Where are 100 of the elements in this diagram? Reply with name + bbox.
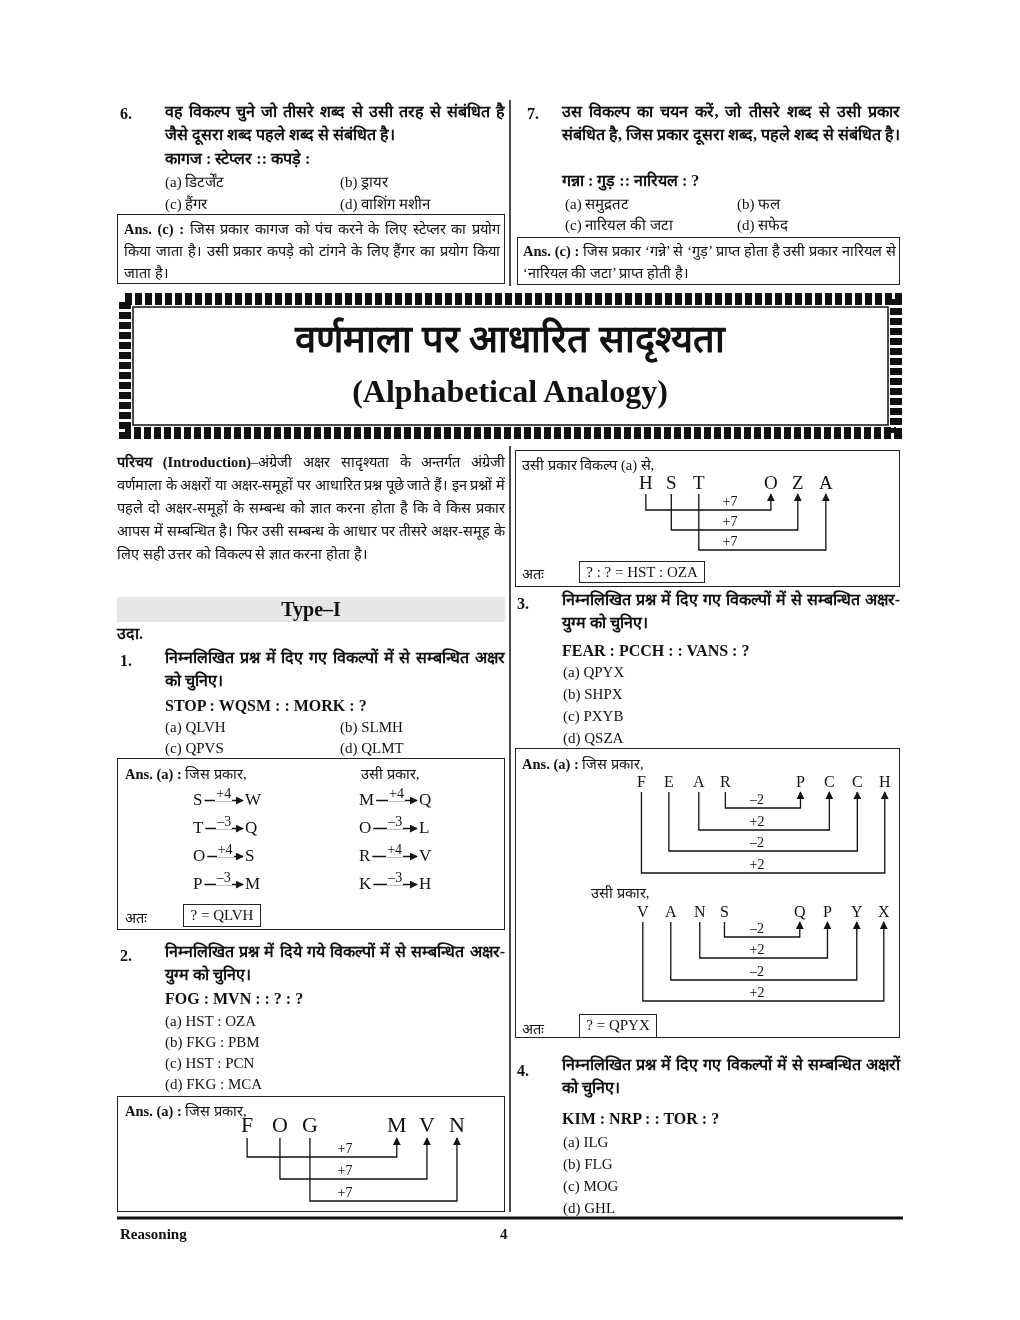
answer-option: (b) FKG : PBM bbox=[165, 1031, 465, 1053]
letter: A bbox=[665, 904, 677, 920]
answer-option: (c) नारियल की जटा bbox=[565, 214, 735, 236]
arrow bbox=[279, 1137, 431, 1180]
letter: T bbox=[193, 819, 204, 836]
answer-option: (d) QSZA bbox=[563, 727, 863, 749]
answer-option: (d) QLMT bbox=[340, 737, 505, 759]
answer-option: (b) FLG bbox=[563, 1153, 863, 1175]
question-text: उस विकल्प का चयन करें, जो तीसरे शब्द से उसी प्रकार संबंधित है, जिस प्रकार दूसरा शब्द, पहले शब्द से संबंधित है। bbox=[562, 101, 900, 146]
question-text: वह विकल्प चुने जो तीसरे शब्द से उसी तरह से संबंधित है जैसे दूसरा शब्द पहले शब्द से संबंधित है। bbox=[165, 101, 505, 146]
arrow bbox=[642, 921, 888, 1002]
arrow bbox=[372, 824, 418, 833]
letter: G bbox=[302, 1114, 318, 1136]
letter: Z bbox=[792, 473, 804, 492]
letter: M bbox=[359, 791, 375, 808]
answer-option: (b) फल bbox=[737, 193, 897, 215]
answer-text: उसी प्रकार, bbox=[361, 765, 421, 784]
answer-option: (d) FKG : MCA bbox=[165, 1073, 465, 1095]
letter: V bbox=[419, 1114, 435, 1136]
letter: M bbox=[245, 875, 261, 892]
letter: S bbox=[245, 847, 255, 864]
arrow bbox=[724, 791, 805, 809]
edge-label: –2 bbox=[749, 964, 765, 979]
edge-label: –2 bbox=[749, 792, 765, 807]
answer-option: (c) MOG bbox=[563, 1175, 863, 1197]
analogy-expression: FOG : MVN : : ? : ? bbox=[165, 989, 305, 1009]
section-heading: Type–I bbox=[117, 597, 505, 622]
arrow bbox=[204, 824, 244, 833]
answer-option: (d) वाशिंग मशीन bbox=[340, 193, 505, 215]
answer-option: (c) QPVS bbox=[165, 737, 335, 759]
answer-panel bbox=[515, 450, 900, 587]
letter: L bbox=[419, 819, 430, 836]
letter: N bbox=[449, 1114, 465, 1136]
answer-option: (d) GHL bbox=[563, 1197, 863, 1219]
subtitle: (Alphabetical Analogy) bbox=[351, 372, 669, 410]
question-text: निम्नलिखित प्रश्न में दिए गए विकल्पों में से सम्बन्धित अक्षर-युग्म को चुनिए। bbox=[562, 589, 900, 634]
question-text: निम्नलिखित प्रश्न में दिए गए विकल्पों में से सम्बन्धित अक्षर को चुनिए। bbox=[165, 647, 505, 692]
letter: O bbox=[193, 847, 206, 864]
analogy-expression: STOP : WQSM : : MORK : ? bbox=[165, 696, 368, 716]
arrow bbox=[206, 852, 244, 861]
letter: P bbox=[796, 774, 805, 790]
letter: A bbox=[693, 774, 705, 790]
arrow bbox=[698, 493, 830, 551]
arrow bbox=[372, 880, 418, 889]
letter: O bbox=[272, 1114, 288, 1136]
edge-label: –2 bbox=[749, 921, 765, 936]
letter: C bbox=[824, 774, 835, 790]
arrow bbox=[246, 1137, 401, 1158]
question-number: 6. bbox=[120, 104, 133, 124]
arrow bbox=[699, 921, 832, 959]
arrow bbox=[309, 1137, 461, 1202]
answer-option: (b) ड्रायर bbox=[340, 171, 505, 193]
arrow bbox=[670, 921, 861, 981]
result-text: ? = QLVH bbox=[183, 904, 261, 927]
answer-text: अतः bbox=[125, 909, 148, 928]
letter: S bbox=[666, 473, 677, 492]
letter: P bbox=[823, 904, 832, 920]
page-number: 4 bbox=[500, 1225, 509, 1244]
letter: K bbox=[359, 875, 372, 892]
analogy-expression: KIM : NRP : : TOR : ? bbox=[562, 1109, 721, 1129]
analogy-expression: कागज : स्टेप्लर :: कपड़े : bbox=[165, 148, 312, 170]
letter: O bbox=[764, 473, 778, 492]
answer-text: Ans. (a) : जिस प्रकार, bbox=[125, 765, 248, 784]
letter: F bbox=[637, 774, 646, 790]
arrow bbox=[723, 921, 804, 938]
analogy-expression: गन्ना : गुड़ :: नारियल : ? bbox=[562, 170, 701, 192]
question-number: 2. bbox=[120, 946, 133, 966]
letter: H bbox=[639, 473, 653, 492]
arrow bbox=[640, 791, 889, 874]
arrow bbox=[670, 493, 802, 531]
letter: H bbox=[879, 774, 891, 790]
answer-option: (a) QPYX bbox=[563, 661, 863, 683]
letter: Q bbox=[419, 791, 432, 808]
question-number: 4. bbox=[517, 1061, 530, 1081]
answer-text: Ans. (a) : जिस प्रकार, bbox=[125, 1102, 247, 1119]
answer-panel bbox=[515, 748, 900, 1038]
answer-option: (a) डिटर्जेंट bbox=[165, 171, 335, 193]
arrow bbox=[645, 493, 775, 511]
answer-option: (c) हैंगर bbox=[165, 193, 335, 215]
letter: S bbox=[193, 791, 203, 808]
result-text: ? = QPYX bbox=[579, 1014, 657, 1038]
footer-text: Reasoning bbox=[120, 1225, 188, 1244]
answer-option: (b) SHPX bbox=[563, 683, 863, 705]
letter: M bbox=[387, 1114, 407, 1136]
answer-text: उसी प्रकार, bbox=[591, 884, 651, 903]
answer-option: (a) QLVH bbox=[165, 716, 335, 738]
arrow bbox=[371, 852, 418, 861]
letter: R bbox=[359, 847, 371, 864]
example-label: उदा. bbox=[117, 624, 144, 644]
letter: H bbox=[419, 875, 432, 892]
arrow bbox=[203, 880, 244, 889]
letter: W bbox=[245, 791, 262, 808]
answer-option: (c) HST : PCN bbox=[165, 1052, 465, 1074]
answer-panel bbox=[117, 758, 505, 930]
answer-panel bbox=[117, 1096, 505, 1212]
letter: A bbox=[819, 473, 833, 492]
letter: P bbox=[193, 875, 203, 892]
arrow bbox=[375, 796, 418, 805]
letter: S bbox=[720, 904, 729, 920]
page-title: वर्णमाला पर आधारित सादृश्यता bbox=[140, 316, 880, 362]
